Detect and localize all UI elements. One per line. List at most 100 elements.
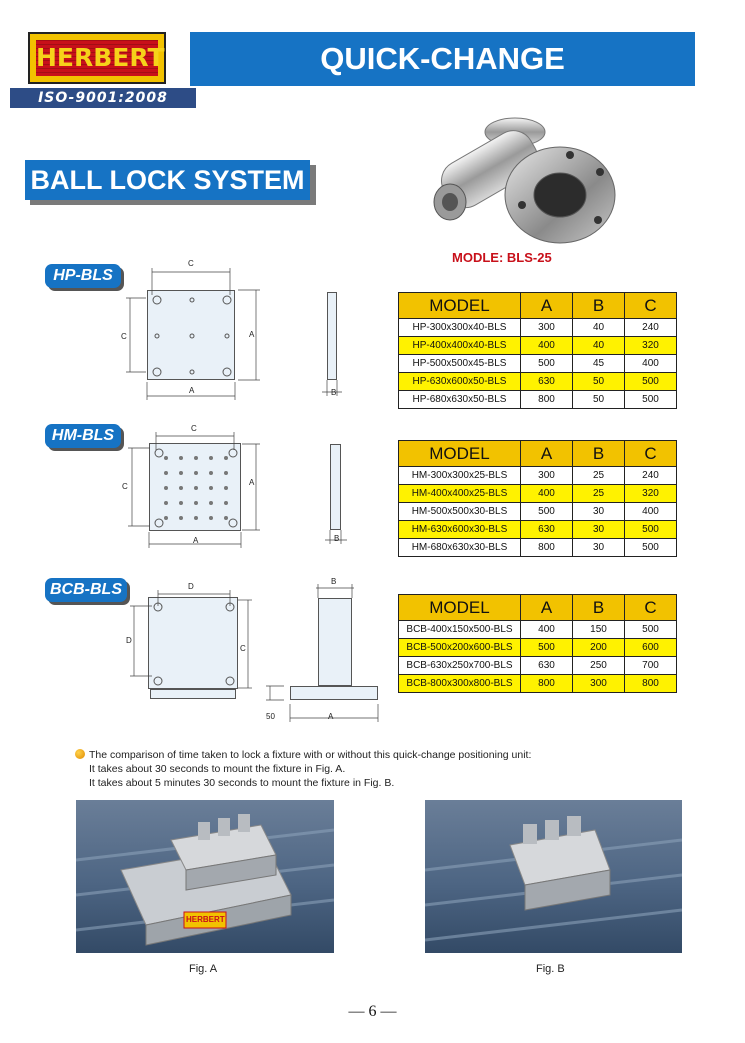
cell-a: 800 (520, 390, 573, 409)
hp-plate-drawing (147, 290, 235, 380)
section-title: BALL LOCK SYSTEM (25, 160, 316, 205)
cell-c: 400 (624, 354, 677, 373)
hm-plate-drawing (149, 443, 241, 531)
cell-c: 320 (624, 336, 677, 355)
header-b: B (572, 594, 625, 621)
note-line: The comparison of time taken to lock a f… (89, 749, 532, 761)
header-a: A (520, 292, 573, 319)
cell-c: 700 (624, 656, 677, 675)
bcb-dim-b-top: B (331, 577, 337, 586)
header-model: MODEL (398, 292, 521, 319)
cell-b: 45 (572, 354, 625, 373)
cell-c: 800 (624, 674, 677, 693)
hm-plate-hole-grid (154, 448, 238, 528)
cell-model: HP-400x400x40-BLS (398, 336, 521, 355)
cell-model: BCB-800x300x800-BLS (398, 674, 521, 693)
bcb-front-base (150, 689, 236, 699)
cell-a: 800 (520, 674, 573, 693)
cell-model: HP-630x600x50-BLS (398, 372, 521, 391)
cell-a: 500 (520, 354, 573, 373)
model-label: MODLE: BLS-25 (452, 250, 552, 265)
cell-c: 500 (624, 390, 677, 409)
cell-a: 500 (520, 502, 573, 521)
cell-c: 500 (624, 372, 677, 391)
header-c: C (624, 440, 677, 467)
cell-c: 320 (624, 484, 677, 503)
figure-b-caption: Fig. B (536, 963, 565, 975)
cell-model: HM-630x600x30-BLS (398, 520, 521, 539)
cell-a: 300 (520, 466, 573, 485)
header-model: MODEL (398, 440, 521, 467)
note-line: It takes about 30 seconds to mount the f… (89, 763, 346, 775)
bcb-front-view (148, 597, 238, 689)
bullet-icon (75, 749, 85, 759)
bcb-dimension-lines (130, 584, 379, 722)
cell-model: HM-680x630x30-BLS (398, 538, 521, 557)
cell-b: 50 (572, 390, 625, 409)
cell-a: 400 (520, 336, 573, 355)
hm-dim-a-bottom: A (193, 536, 199, 545)
cell-model: HP-300x300x40-BLS (398, 318, 521, 337)
cell-b: 150 (572, 620, 625, 639)
cell-b: 30 (572, 520, 625, 539)
cell-model: HM-400x400x25-BLS (398, 484, 521, 503)
cell-b: 25 (572, 484, 625, 503)
hp-plate-holes (152, 295, 232, 377)
cell-a: 630 (520, 656, 573, 675)
bcb-side-column (318, 598, 352, 686)
cell-a: 300 (520, 318, 573, 337)
cell-b: 40 (572, 336, 625, 355)
cell-model: HP-680x630x50-BLS (398, 390, 521, 409)
cell-c: 400 (624, 502, 677, 521)
cell-c: 500 (624, 538, 677, 557)
hm-dim-b: B (334, 534, 340, 543)
hm-dim-a-right: A (249, 478, 255, 487)
hm-dim-c-left: C (122, 482, 128, 491)
header-a: A (520, 440, 573, 467)
header-c: C (624, 292, 677, 319)
cell-b: 25 (572, 466, 625, 485)
cell-b: 250 (572, 656, 625, 675)
figure-b-illustration (425, 816, 682, 942)
cell-c: 240 (624, 318, 677, 337)
cell-model: BCB-400x150x500-BLS (398, 620, 521, 639)
hp-side-view (327, 292, 337, 380)
comparison-note: The comparison of time taken to lock a f… (75, 748, 531, 790)
cell-a: 500 (520, 638, 573, 657)
hm-bls-tag: HM-BLS (45, 424, 121, 448)
cell-a: 800 (520, 538, 573, 557)
hp-dimension-lines (126, 268, 260, 400)
cell-c: 240 (624, 466, 677, 485)
hm-side-view (330, 444, 341, 530)
logo-text: HERBERT (36, 40, 165, 76)
cell-c: 600 (624, 638, 677, 657)
cell-c: 500 (624, 620, 677, 639)
cell-a: 630 (520, 520, 573, 539)
hp-dim-c-top: C (188, 259, 194, 268)
cell-model: HP-500x500x45-BLS (398, 354, 521, 373)
hp-side-dimension (322, 380, 342, 396)
cell-model: BCB-500x200x600-BLS (398, 638, 521, 657)
hm-dimension-lines (128, 432, 260, 548)
hp-dim-c-left: C (121, 332, 127, 341)
figure-a-illustration (76, 814, 334, 946)
cell-b: 50 (572, 372, 625, 391)
cell-b: 200 (572, 638, 625, 657)
header-b: B (572, 440, 625, 467)
bcb-dim-d-top: D (188, 582, 194, 591)
